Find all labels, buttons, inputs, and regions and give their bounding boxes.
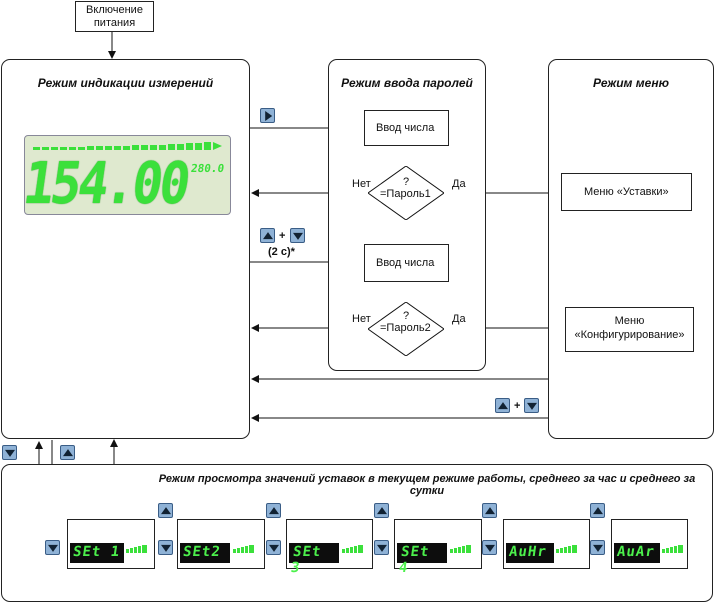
screen-display-4: SEt 4 xyxy=(397,543,447,576)
password-mode-title: Режим ввода паролей xyxy=(341,76,473,90)
down-arrow-key-icon[interactable] xyxy=(590,540,605,555)
lcd-main-value: 154.00 xyxy=(19,150,192,217)
mini-bargraph-2 xyxy=(233,545,254,553)
mini-bargraph-4 xyxy=(450,545,471,553)
up-arrow-key-icon[interactable] xyxy=(60,445,75,460)
enter-number-label-1: Ввод числа xyxy=(376,122,435,134)
yes-label-1: Да xyxy=(452,178,466,190)
mini-bargraph-3 xyxy=(342,545,363,553)
screen-text-4: SEt 4 xyxy=(397,544,431,576)
down-arrow-key-icon[interactable] xyxy=(158,540,173,555)
screen-display-1: SEt 1 xyxy=(70,543,124,563)
up-arrow-key-icon[interactable] xyxy=(590,503,605,518)
lcd-bargraph xyxy=(33,142,222,150)
up-arrow-key-icon[interactable] xyxy=(482,503,497,518)
enter-number-label-2: Ввод числа xyxy=(376,257,435,269)
up-arrow-key-icon[interactable] xyxy=(374,503,389,518)
no-label-2: Нет xyxy=(352,313,371,325)
down-arrow-key-icon[interactable] xyxy=(374,540,389,555)
mini-bargraph-5 xyxy=(556,545,577,553)
menu-mode-title: Режим меню xyxy=(593,76,669,90)
screen-display-5: AuHr xyxy=(506,543,554,563)
enter-number-box-1: Ввод числа xyxy=(364,110,449,146)
up-arrow-key-icon[interactable] xyxy=(266,503,281,518)
config-menu-line-1: Меню xyxy=(614,315,645,327)
config-menu-box[interactable]: Меню «Конфигурирование» xyxy=(565,307,694,352)
decision-cond-1: =Пароль1 xyxy=(380,188,431,200)
plus-sign: + xyxy=(514,400,521,412)
down-arrow-key-icon[interactable] xyxy=(290,228,305,243)
screen-text-1: SEt 1 xyxy=(71,544,122,560)
yes-label-2: Да xyxy=(452,313,466,325)
up-arrow-key-icon[interactable] xyxy=(158,503,173,518)
up-arrow-key-icon[interactable] xyxy=(495,398,510,413)
hold-time-label: (2 с)* xyxy=(268,246,295,258)
down-arrow-key-icon[interactable] xyxy=(524,398,539,413)
decision-cond-2: =Пароль2 xyxy=(380,322,431,334)
decision-q-2: ? xyxy=(403,310,410,322)
decision-diamond-2 xyxy=(368,302,444,356)
screen-text-3: SEt 3 xyxy=(289,544,323,576)
lcd-display: 154.00 280.0 xyxy=(20,135,231,217)
mini-bargraph-1 xyxy=(126,545,147,553)
mini-bargraph-6 xyxy=(662,545,683,553)
screen-display-3: SEt 3 xyxy=(289,543,339,576)
down-arrow-key-icon[interactable] xyxy=(482,540,497,555)
up-arrow-key-icon[interactable] xyxy=(260,228,275,243)
screen-display-6: AuAr xyxy=(614,543,660,563)
screen-display-2: SEt2 xyxy=(180,543,230,563)
setpoints-menu-label: Меню «Уставки» xyxy=(584,186,669,198)
decision-diamond-1 xyxy=(368,166,444,220)
enter-number-box-2: Ввод числа xyxy=(364,244,449,282)
power-on-box: Включение питания xyxy=(75,1,154,32)
measure-mode-title: Режим индикации измерений xyxy=(37,76,214,90)
menu-mode-panel: Режим меню xyxy=(548,59,714,439)
right-arrow-key-icon[interactable] xyxy=(260,108,275,123)
plus-sign: + xyxy=(279,230,286,242)
screen-text-6: AuAr xyxy=(615,544,656,560)
down-arrow-key-icon[interactable] xyxy=(2,445,17,460)
measure-mode-panel: Режим индикации измерений xyxy=(1,59,250,439)
screen-text-2: SEt2 xyxy=(181,544,222,560)
screen-text-5: AuHr xyxy=(507,544,548,560)
lcd-small-value: 280.0 xyxy=(189,162,225,175)
config-menu-line-2: «Конфигурирование» xyxy=(574,329,685,341)
down-arrow-key-icon[interactable] xyxy=(266,540,281,555)
view-mode-title: Режим просмотра значений уставок в текущ… xyxy=(158,473,696,497)
setpoints-menu-box[interactable]: Меню «Уставки» xyxy=(561,173,692,211)
decision-q-1: ? xyxy=(403,176,410,188)
no-label-1: Нет xyxy=(352,178,371,190)
power-on-label: Включение питания xyxy=(86,4,143,29)
down-arrow-key-icon[interactable] xyxy=(45,540,60,555)
